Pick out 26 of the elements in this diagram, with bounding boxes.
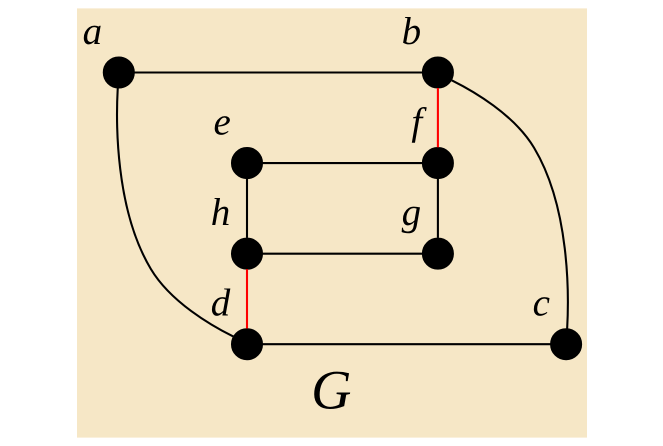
connector [262,343,550,346]
node-label: d [210,282,230,325]
node-label: a [82,10,102,53]
connector [262,252,422,255]
node-circle [230,147,263,180]
node-circle [550,328,582,360]
node-circle [230,238,263,270]
connector [245,178,248,238]
caption: G [310,359,351,422]
node-label: c [532,282,550,325]
node-label: g [401,190,421,234]
connector [262,162,422,164]
node-circle [421,56,454,89]
node-label: e [213,100,230,144]
connector [436,178,438,238]
node-label: h [210,190,230,234]
connector [436,88,438,148]
node-circle [230,328,263,360]
connector [245,269,248,328]
connector [116,88,234,338]
connector [134,71,422,74]
node-circle [102,56,134,89]
node-circle [421,238,454,270]
node-circle [421,147,454,180]
node-label: b [401,10,421,53]
connector [450,79,568,329]
